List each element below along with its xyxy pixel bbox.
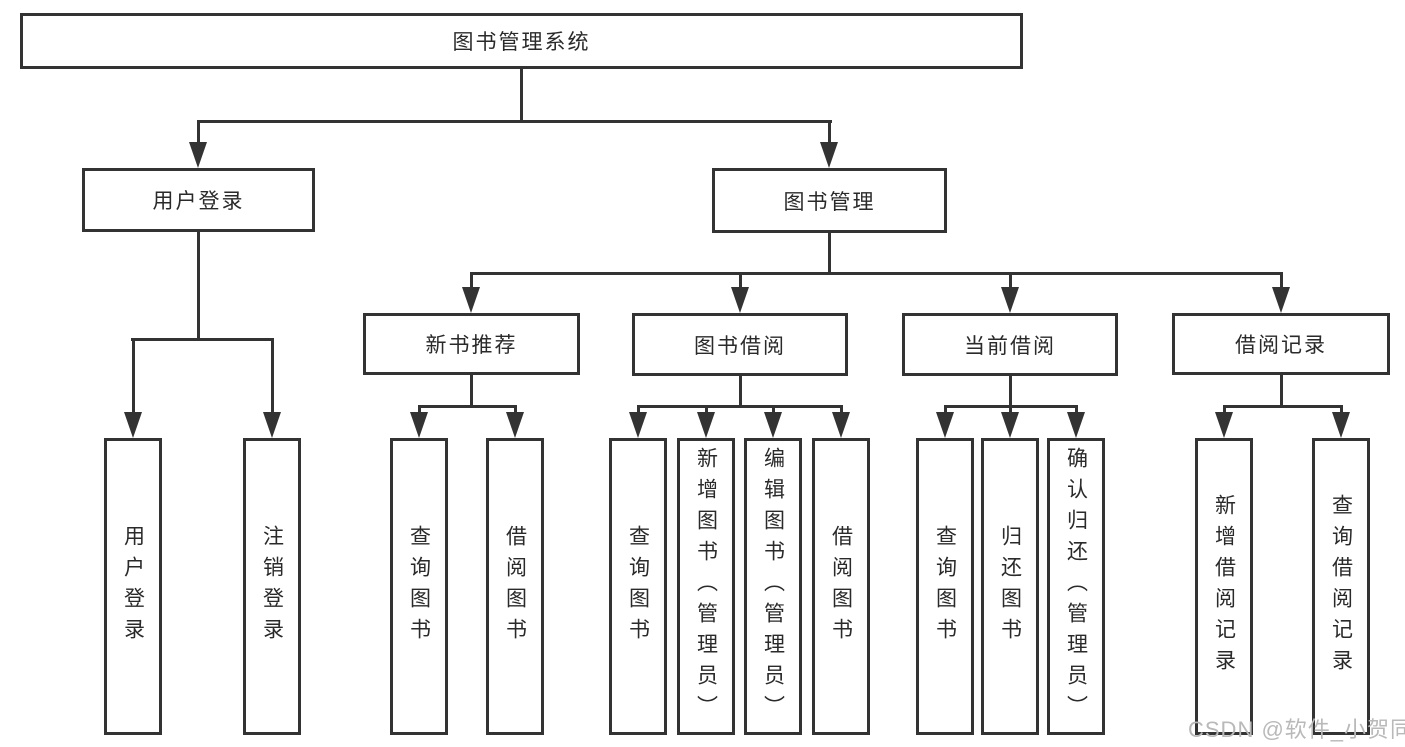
node-borrow-records-label: 借阅记录 [1235,334,1327,357]
leaf-query-book-1-label: 查询图书 [407,524,431,649]
connector-vline [1009,376,1012,407]
connector-hline [131,338,274,341]
connector-hline [1223,405,1342,408]
arrow-down-icon [629,412,647,438]
leaf-query-borrow-record-label: 查询借阅记录 [1329,493,1353,680]
connector-hline [470,272,1282,275]
node-current-borrow-label: 当前借阅 [964,334,1056,358]
leaf-borrow-book-2-label: 借阅图书 [829,524,853,649]
node-user-login-label: 用户登录 [152,190,245,213]
arrow-down-icon [697,412,715,438]
connector-vline [1223,405,1226,415]
arrow-down-icon [124,412,142,438]
connector-vline [514,405,517,415]
leaf-user-login-label: 用户登录 [121,524,145,649]
connector-vline [470,375,473,407]
leaf-edit-book-admin: 编辑图书（管理员） [744,438,802,735]
node-book-borrow: 图书借阅 [632,313,848,376]
leaf-borrow-book-1-label: 借阅图书 [503,524,527,649]
arrow-down-icon [1067,412,1085,438]
connector-vline [739,376,742,407]
connector-vline [705,405,708,415]
connector-vline [840,405,843,415]
leaf-query-book-2-label: 查询图书 [626,524,650,649]
connector-hline [637,405,843,408]
node-book-management: 图书管理 [712,168,947,233]
leaf-borrow-book-1: 借阅图书 [486,438,544,735]
arrow-down-icon [764,412,782,438]
leaf-logout-label: 注销登录 [260,524,284,649]
connector-vline [739,272,742,297]
connector-vline [1009,405,1012,415]
leaf-query-book-3-label: 查询图书 [933,524,957,649]
watermark: CSDN @软件_小贺同学 [1188,717,1405,742]
node-current-borrow: 当前借阅 [902,313,1118,376]
node-root: 图书管理系统 [20,13,1023,69]
leaf-confirm-return-admin: 确认归还（管理员） [1047,438,1105,735]
node-root-label: 图书管理系统 [452,31,591,54]
node-user-login: 用户登录 [82,168,315,232]
connector-vline [132,338,135,424]
arrow-down-icon [506,412,524,438]
connector-vline [197,120,200,146]
leaf-logout: 注销登录 [243,438,301,735]
leaf-add-borrow-record-label: 新增借阅记录 [1212,493,1236,680]
connector-hline [418,405,517,408]
arrow-down-icon [832,412,850,438]
node-book-management-label: 图书管理 [783,190,876,214]
leaf-edit-book-admin-label: 编辑图书（管理员） [761,447,785,726]
leaf-user-login: 用户登录 [104,438,162,735]
connector-vline [1280,375,1283,407]
arrow-down-icon [462,287,480,313]
connector-vline [271,338,274,424]
arrow-down-icon [1272,287,1290,313]
connector-vline [1009,272,1012,297]
arrow-down-icon [410,412,428,438]
leaf-return-book: 归还图书 [981,438,1039,735]
connector-vline [637,405,640,415]
connector-vline [197,232,200,339]
arrow-down-icon [731,287,749,313]
node-new-book-recommend-label: 新书推荐 [425,334,518,357]
arrow-down-icon [820,142,838,168]
node-new-book-recommend: 新书推荐 [363,313,580,375]
leaf-return-book-label: 归还图书 [998,524,1022,649]
connector-vline [470,272,473,297]
connector-vline [520,69,523,122]
leaf-add-book-admin-label: 新增图书（管理员） [694,447,718,726]
arrow-down-icon [1001,287,1019,313]
leaf-borrow-book-2: 借阅图书 [812,438,870,735]
arrow-down-icon [189,142,207,168]
leaf-query-book-2: 查询图书 [609,438,667,735]
leaf-add-borrow-record: 新增借阅记录 [1195,438,1253,735]
arrow-down-icon [1001,412,1019,438]
connector-vline [1075,405,1078,415]
connector-vline [828,233,831,274]
connector-vline [944,405,947,415]
arrow-down-icon [263,412,281,438]
arrow-down-icon [1332,412,1350,438]
leaf-query-book-3: 查询图书 [916,438,974,735]
connector-vline [1280,272,1283,297]
leaf-query-book-1: 查询图书 [390,438,448,735]
node-borrow-records: 借阅记录 [1172,313,1390,375]
leaf-add-book-admin: 新增图书（管理员） [677,438,735,735]
arrow-down-icon [936,412,954,438]
leaf-confirm-return-admin-label: 确认归还（管理员） [1064,447,1088,726]
connector-vline [772,405,775,415]
arrow-down-icon [1215,412,1233,438]
connector-hline [197,120,832,123]
leaf-query-borrow-record: 查询借阅记录 [1312,438,1370,735]
connector-vline [828,120,831,146]
connector-vline [1340,405,1343,415]
connector-vline [418,405,421,415]
node-book-borrow-label: 图书借阅 [694,334,786,358]
